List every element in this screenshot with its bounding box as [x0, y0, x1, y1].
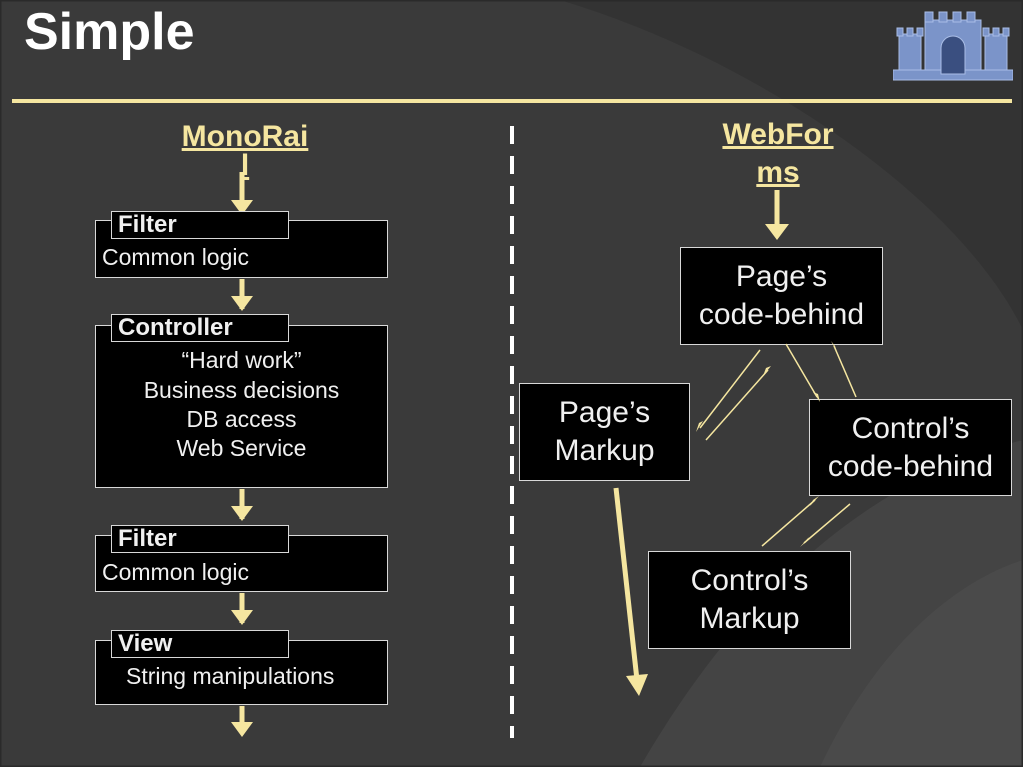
- page-code-behind-line2: code-behind: [698, 298, 865, 331]
- filter-tab: Filter: [111, 211, 289, 239]
- webforms-heading: WebFor ms: [700, 116, 856, 192]
- controller-line-webservice: Web Service: [176, 435, 307, 461]
- page-markup-box: Page’s Markup: [519, 383, 690, 481]
- page-code-behind-box: Page’s code-behind: [680, 247, 883, 345]
- control-markup-box: Control’s Markup: [648, 551, 851, 649]
- webforms-heading-line1: WebFor: [722, 118, 834, 151]
- controller-line-db: DB access: [186, 406, 297, 432]
- controller-line-hard-work: “Hard work”: [181, 347, 302, 373]
- filter-common-logic-text: Common logic: [102, 244, 249, 270]
- page-code-behind-line1: Page’s: [735, 260, 828, 293]
- view-tab: View: [111, 630, 289, 658]
- control-markup-line2: Markup: [699, 602, 800, 635]
- monorail-heading-line2: l: [240, 149, 250, 182]
- filter-common-logic-text-2: Common logic: [102, 559, 249, 585]
- webforms-heading-line2: ms: [756, 156, 800, 189]
- slide-title: Simple: [24, 3, 195, 61]
- page-markup-line2: Markup: [554, 434, 655, 467]
- monorail-heading: MonoRai l: [160, 118, 330, 182]
- castle-icon: [893, 11, 1013, 81]
- monorail-heading-line1: MonoRai: [181, 120, 309, 153]
- control-markup-line1: Control’s: [690, 564, 809, 597]
- controller-line-business: Business decisions: [143, 377, 340, 403]
- control-code-behind-line1: Control’s: [851, 411, 970, 445]
- control-code-behind-line2: code-behind: [827, 449, 994, 483]
- controller-tab: Controller: [111, 314, 289, 342]
- controller-stage-box: “Hard work” Business decisions DB access…: [95, 325, 388, 488]
- control-code-behind-box: Control’s code-behind: [809, 399, 1012, 496]
- filter-tab-2: Filter: [111, 525, 289, 553]
- view-string-text: String manipulations: [126, 663, 335, 689]
- page-markup-line1: Page’s: [558, 396, 651, 429]
